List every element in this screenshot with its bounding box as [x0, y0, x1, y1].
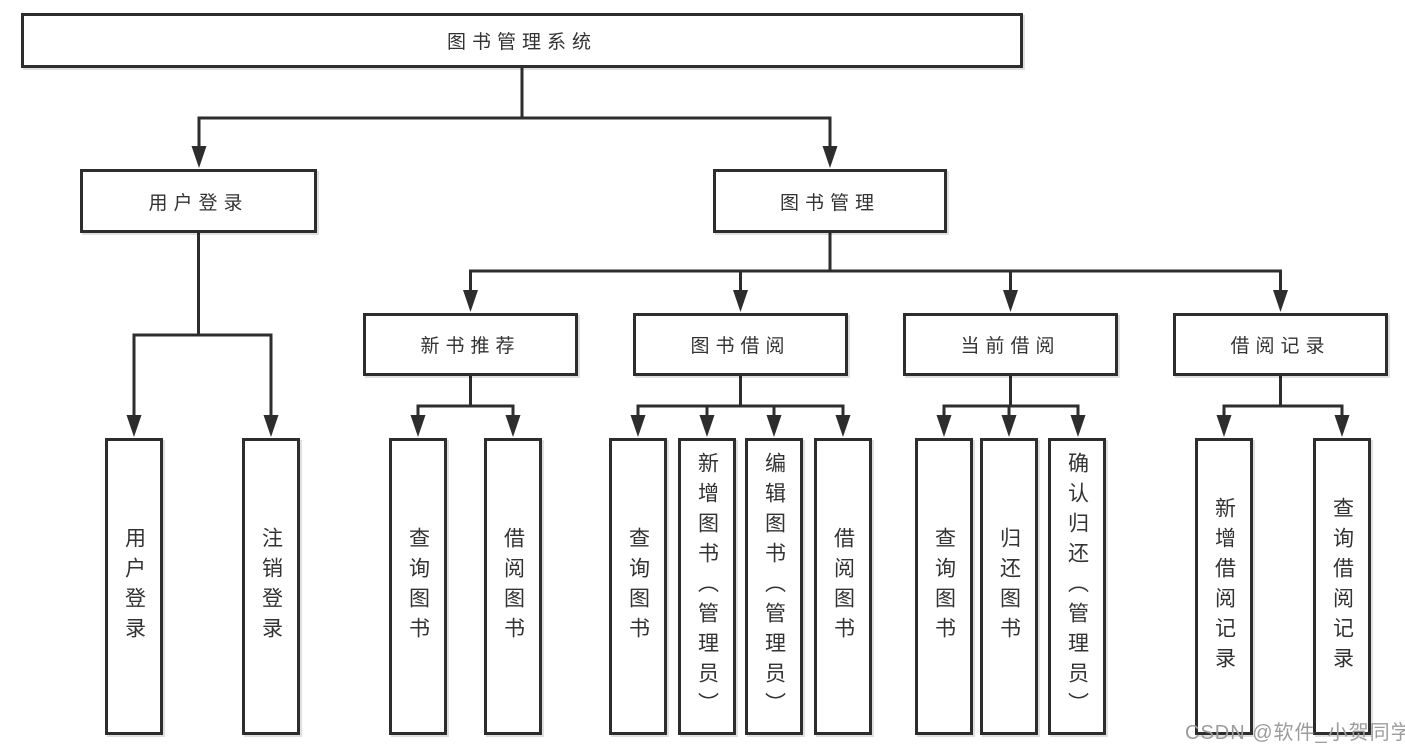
- node-label: 新书推荐: [420, 336, 521, 357]
- leaf-query-books-borrow: 查询图书: [609, 438, 667, 735]
- leaf-label: 确认归还（管理员）: [1065, 451, 1089, 722]
- node-label: 图书借阅: [690, 336, 791, 357]
- leaf-confirm-return-admin: 确认归还（管理员）: [1048, 438, 1106, 735]
- leaf-query-borrow-record: 查询借阅记录: [1313, 438, 1371, 735]
- leaf-label: 查询借阅记录: [1330, 496, 1354, 677]
- leaf-label: 归还图书: [997, 526, 1021, 647]
- leaf-query-books-recommend: 查询图书: [389, 438, 447, 735]
- leaf-borrow-books-recommend: 借阅图书: [484, 438, 542, 735]
- arrowheads: [126, 146, 1350, 437]
- leaf-label: 编辑图书（管理员）: [762, 451, 786, 722]
- leaf-label: 新增图书（管理员）: [695, 451, 719, 722]
- node-current-borrow: 当前借阅: [903, 313, 1118, 376]
- node-label: 图书管理: [779, 192, 880, 214]
- leaf-add-books-admin: 新增图书（管理员）: [678, 438, 736, 735]
- leaf-user-login: 用户登录: [105, 438, 163, 735]
- leaf-label: 借阅图书: [501, 526, 525, 647]
- node-new-book-recommend: 新书推荐: [363, 313, 578, 376]
- leaf-label: 查询图书: [406, 526, 430, 647]
- node-book-management: 图书管理: [713, 169, 947, 233]
- node-label: 图书管理系统: [446, 32, 597, 53]
- node-library-management-system: 图书管理系统: [21, 13, 1023, 68]
- node-user-login: 用户登录: [80, 169, 317, 233]
- leaf-label: 新增借阅记录: [1212, 496, 1236, 677]
- leaf-borrow-books: 借阅图书: [814, 438, 872, 735]
- leaf-label: 注销登录: [259, 526, 283, 647]
- leaf-return-books: 归还图书: [980, 438, 1038, 735]
- csdn-watermark: CSDN @软件_小贺同学: [1185, 722, 1405, 744]
- node-label: 用户登录: [148, 192, 249, 214]
- node-borrow-records: 借阅记录: [1173, 313, 1388, 376]
- node-label: 当前借阅: [960, 336, 1061, 357]
- leaf-logout: 注销登录: [242, 438, 300, 735]
- leaf-add-borrow-record: 新增借阅记录: [1195, 438, 1253, 735]
- leaf-label: 查询图书: [626, 526, 650, 647]
- leaf-label: 用户登录: [122, 526, 146, 647]
- node-label: 借阅记录: [1230, 336, 1331, 357]
- leaf-label: 查询图书: [932, 526, 956, 647]
- node-book-borrow: 图书借阅: [633, 313, 848, 376]
- leaf-edit-books-admin: 编辑图书（管理员）: [745, 438, 803, 735]
- leaf-label: 借阅图书: [831, 526, 855, 647]
- leaf-query-books-current: 查询图书: [915, 438, 973, 735]
